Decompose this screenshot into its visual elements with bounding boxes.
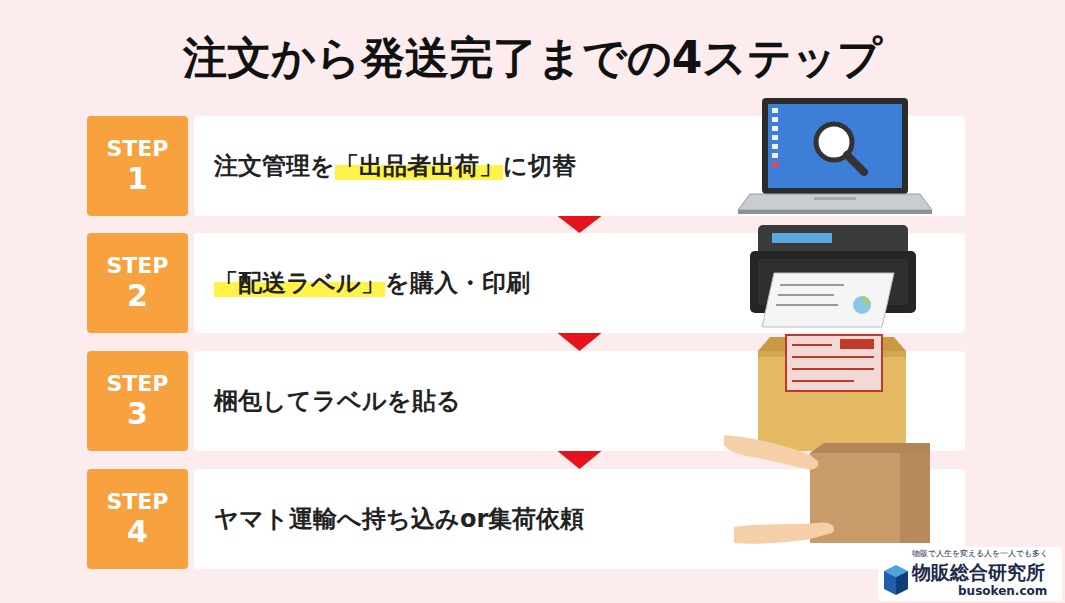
laptop-illustration (714, 94, 934, 218)
logo-icon (884, 565, 908, 595)
step-word: STEP (106, 253, 168, 279)
step-band: ヤマト運輸へ持ち込みor集荷依頼 (194, 469, 965, 569)
step-badge: STEP1 (87, 116, 188, 216)
parcel-illustration (714, 329, 934, 453)
step-band: 梱包してラベルを貼る (194, 351, 965, 451)
step-text: ヤマト運輸へ持ち込みor集荷依頼 (214, 503, 584, 535)
step-text: 「配送ラベル」を購入・印刷 (214, 267, 530, 299)
step-number: 3 (127, 397, 148, 431)
step-word: STEP (106, 136, 168, 162)
step-number: 4 (127, 515, 148, 549)
step-number: 2 (127, 279, 148, 313)
step-badge: STEP3 (87, 351, 188, 451)
logo-url: busoken.com (958, 585, 1047, 598)
logo-name: 物販総合研究所 (912, 562, 1045, 583)
step-text: 注文管理を「出品者出荷」に切替 (214, 150, 576, 182)
step-band: 注文管理を「出品者出荷」に切替 (194, 116, 965, 216)
step-number: 1 (127, 162, 148, 196)
flow-arrow (558, 333, 602, 351)
step-band: 「配送ラベル」を購入・印刷 (194, 233, 965, 333)
diagram-title: 注文から発送完了までの4ステップ (0, 30, 1065, 86)
flow-arrow (558, 451, 602, 469)
step-word: STEP (106, 371, 168, 397)
step-badge: STEP4 (87, 469, 188, 569)
step-word: STEP (106, 489, 168, 515)
step-badge: STEP2 (87, 233, 188, 333)
step-text: 梱包してラベルを貼る (214, 385, 461, 417)
logo-slogan: 物販で人生を変える人を一人でも多く (912, 550, 1048, 559)
printer-illustration (714, 211, 934, 335)
logo-ground (878, 547, 1062, 601)
flow-arrow (558, 216, 602, 233)
